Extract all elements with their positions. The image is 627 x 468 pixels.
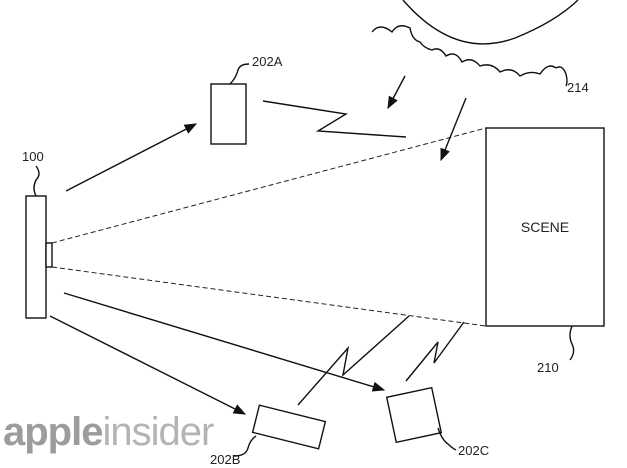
leader-100 [33,165,40,197]
fov-line-top [51,127,487,244]
wireless-signal-202c [405,321,465,382]
leader-202b [233,435,257,457]
cloud-outline [371,25,557,77]
watermark-appleinsider: appleinsider [3,410,214,454]
leader-214 [555,66,568,87]
label-scene: SCENE [521,219,569,235]
device-lens [45,242,53,268]
device-100 [25,195,47,319]
label-202c: 202C [458,443,489,458]
label-214: 214 [567,80,589,95]
camera-202c [385,386,443,444]
label-100: 100 [22,149,44,164]
sun-arc [402,0,579,45]
leader-202c [437,427,457,451]
wireless-signal-202b [297,315,410,406]
arrow-to-202b [49,315,247,415]
wireless-signal-202a [262,100,407,138]
camera-202b [251,404,327,450]
watermark-part-apple: apple [3,410,102,454]
camera-202a [210,83,247,145]
scene-box [485,127,605,327]
light-arrow-1 [387,75,406,110]
light-arrow-2 [440,97,467,162]
leader-210 [569,325,575,361]
leader-202a [229,63,250,85]
label-202b: 202B [210,452,240,467]
label-210: 210 [537,360,559,375]
arrow-to-202a [65,123,198,192]
label-202a: 202A [252,54,283,69]
watermark-part-insider: insider [102,410,214,454]
arrow-to-202c [63,292,386,392]
fov-line-bottom [51,266,487,327]
